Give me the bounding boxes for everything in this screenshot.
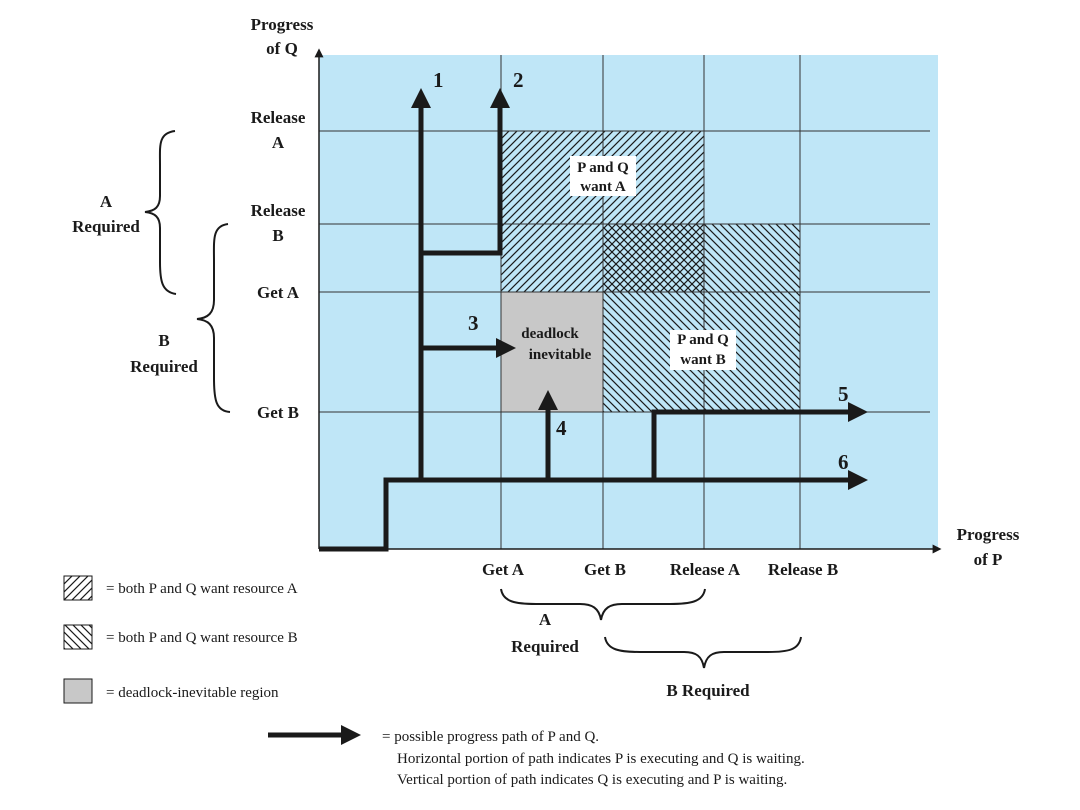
path-6-label: 6 <box>838 450 849 474</box>
legend-swatch-want-b <box>63 624 93 650</box>
brace-p-b-label: B Required <box>666 681 750 700</box>
brace-q-a-label-1: A <box>100 192 113 211</box>
brace-q-b-label-2: Required <box>130 357 198 376</box>
want-a-label-1: P and Q <box>577 160 629 176</box>
region-want-b <box>603 224 800 412</box>
path-4-label: 4 <box>556 416 567 440</box>
brace-q-a-label-2: Required <box>72 217 140 236</box>
legend-swatch-want-a <box>63 575 93 601</box>
brace-q-b <box>196 223 231 413</box>
deadlock-label-1: deadlock <box>521 326 579 342</box>
legend-path-3: Vertical portion of path indicates Q is … <box>397 772 787 788</box>
path-1-label: 1 <box>433 68 444 92</box>
path-5-label: 5 <box>838 382 849 406</box>
brace-q-b-label-1: B <box>158 331 169 350</box>
path-5 <box>651 402 868 480</box>
p-tick-release-b: Release B <box>768 560 838 579</box>
want-b-label-2: want B <box>680 352 725 368</box>
want-a-label-2: want A <box>580 179 626 195</box>
want-b-label-bg <box>670 330 736 370</box>
legend-path-1: = possible progress path of P and Q. <box>382 729 599 745</box>
brace-p-a-label-1: A <box>539 610 552 629</box>
p-tick-release-a: Release A <box>670 560 741 579</box>
y-axis-title-1: Progress <box>251 15 314 34</box>
p-tick-get-b: Get B <box>584 560 626 579</box>
path-2 <box>421 88 510 256</box>
path-3-label: 3 <box>468 311 479 335</box>
q-tick-release-a-2: A <box>272 133 285 152</box>
brace-p-b <box>604 636 802 669</box>
deadlock-label-2: inevitable <box>529 347 592 363</box>
legend-deadlock: = deadlock-inevitable region <box>106 685 279 701</box>
q-tick-release-b-1: Release <box>251 201 306 220</box>
legend: = both P and Q want resource A = both P … <box>63 575 805 788</box>
y-axis-title-2: of Q <box>266 39 298 58</box>
want-b-label-1: P and Q <box>677 332 729 348</box>
legend-want-a: = both P and Q want resource A <box>106 581 298 597</box>
p-tick-get-a: Get A <box>482 560 525 579</box>
progress-paths <box>319 88 868 552</box>
brace-p-a <box>500 588 706 621</box>
x-axis-title-2: of P <box>974 550 1003 569</box>
legend-swatch-deadlock <box>63 678 93 704</box>
want-a-label-bg <box>570 156 636 196</box>
q-tick-release-a-1: Release <box>251 108 306 127</box>
brace-p-a-label-2: Required <box>511 637 579 656</box>
q-tick-get-b: Get B <box>257 403 299 422</box>
q-tick-release-b-2: B <box>272 226 283 245</box>
path-6 <box>319 470 868 552</box>
path-2-label: 2 <box>513 68 524 92</box>
x-axis-title-1: Progress <box>957 525 1020 544</box>
legend-want-b: = both P and Q want resource B <box>106 630 298 646</box>
legend-path-2: Horizontal portion of path indicates P i… <box>397 751 805 767</box>
q-tick-get-a: Get A <box>257 283 300 302</box>
brace-q-a <box>144 130 177 295</box>
